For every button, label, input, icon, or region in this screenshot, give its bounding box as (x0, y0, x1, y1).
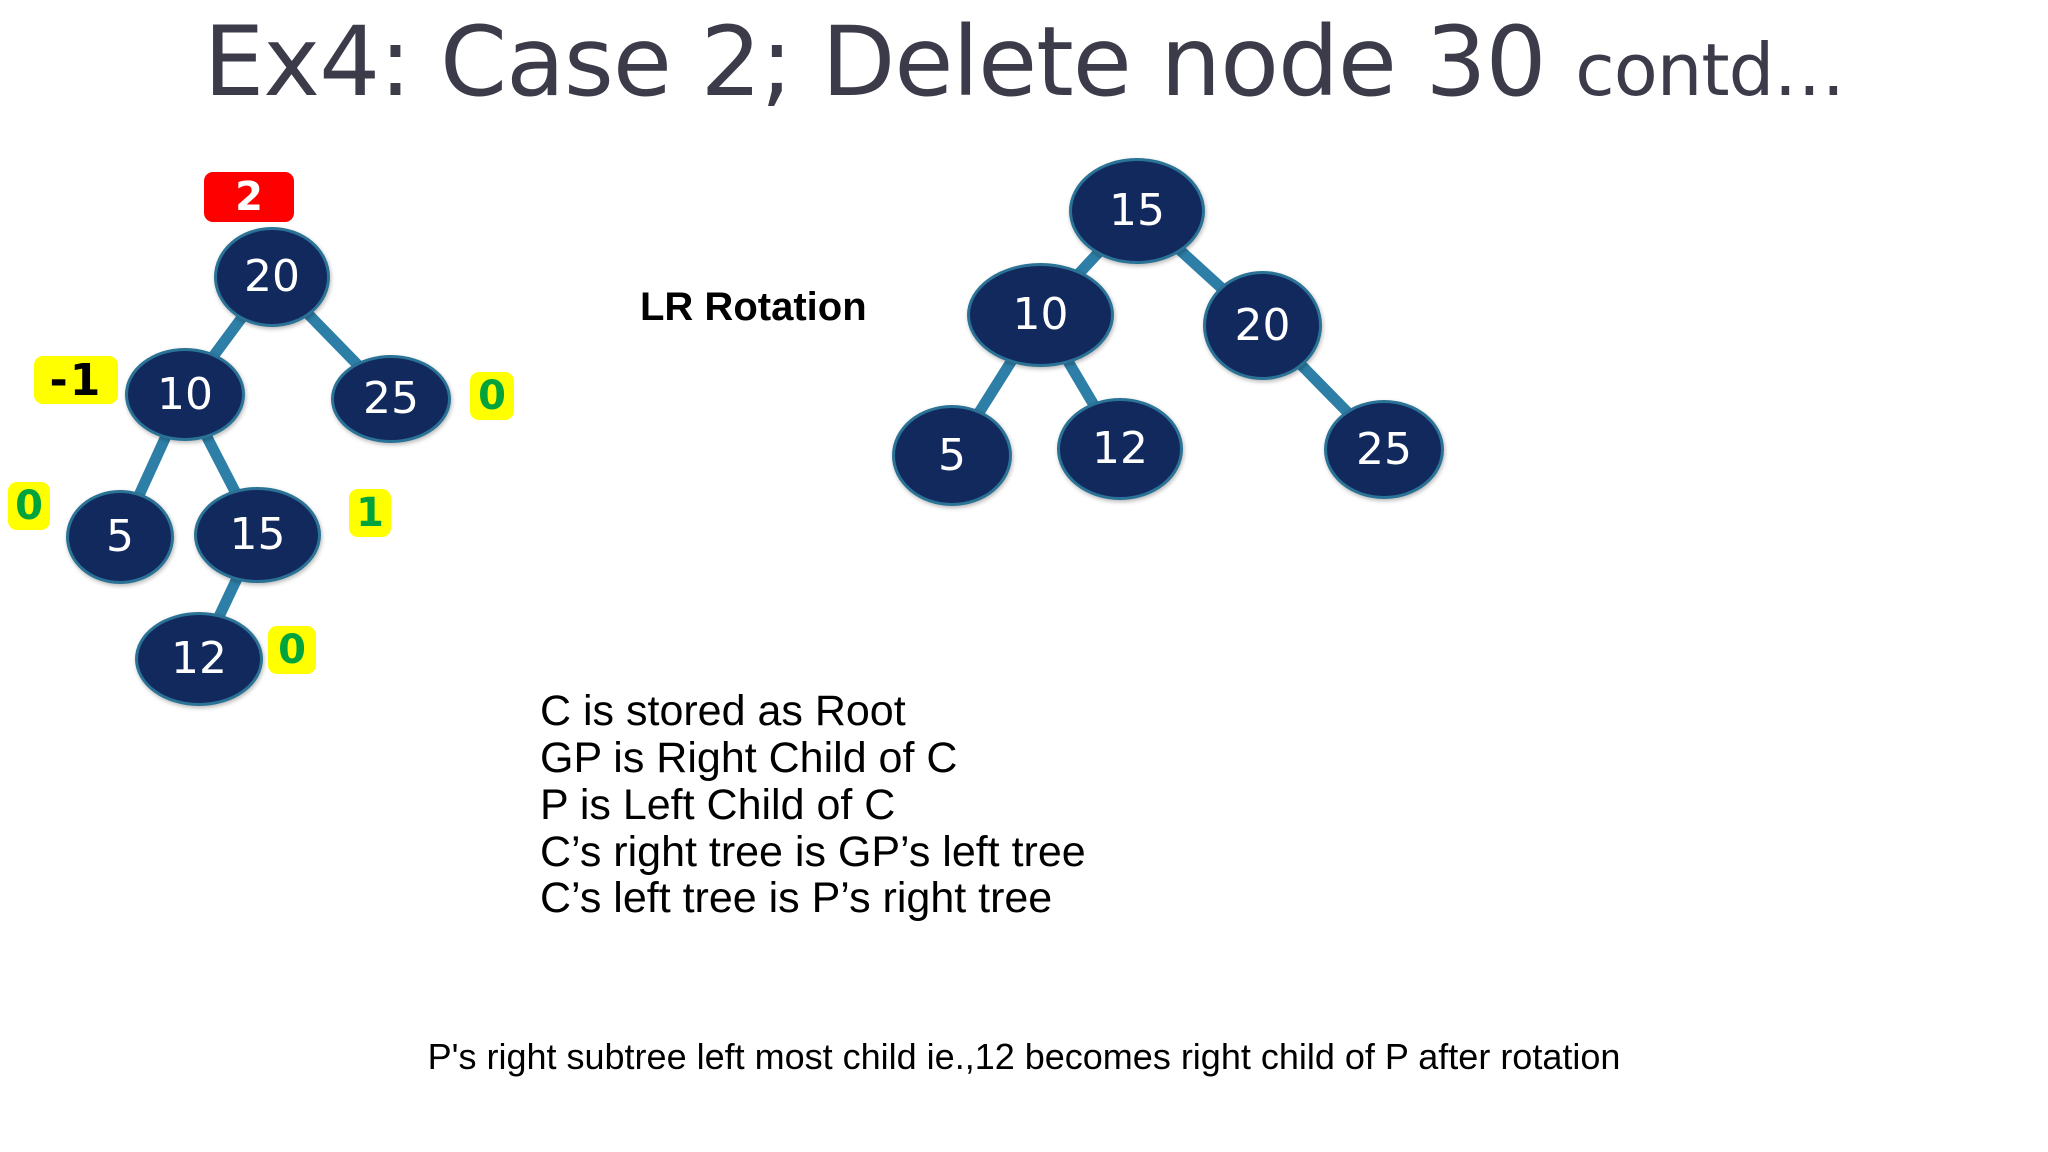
balance-factor-badge-bf10: -1 (34, 355, 118, 406)
right-tree-node-12: 12 (1057, 398, 1183, 500)
left-tree-edge-15-12 (213, 574, 243, 621)
page-title-contd: contd… (1575, 28, 1845, 112)
balance-factor-badge-bf15: 1 (349, 489, 391, 537)
right-tree-node-15: 15 (1069, 158, 1205, 264)
node-label: 25 (1356, 423, 1412, 475)
right-tree-edge-10-5 (973, 355, 1018, 418)
right-tree-edge-10-12 (1061, 356, 1100, 410)
node-label: 20 (244, 251, 300, 302)
left-tree-edge-10-15 (200, 431, 242, 497)
left-tree-node-25: 25 (331, 355, 451, 443)
node-label: 20 (1234, 299, 1291, 351)
right-tree-node-5: 5 (892, 405, 1012, 506)
rotation-step-3: P is Left Child of C (540, 780, 896, 829)
left-tree-node-12: 12 (135, 612, 263, 706)
node-label: 5 (106, 511, 134, 562)
node-label: 10 (1012, 289, 1069, 340)
right-tree-edge-15-20 (1173, 244, 1228, 295)
left-tree-node-5: 5 (66, 490, 174, 584)
balance-factor-badge-bf5: 0 (8, 482, 50, 530)
node-label: 12 (1092, 423, 1148, 474)
right-tree-node-10: 10 (967, 263, 1114, 367)
balance-factor-badge-bf12: 0 (268, 626, 316, 674)
left-tree-edge-20-25 (302, 308, 363, 370)
left-tree-node-10: 10 (125, 348, 245, 441)
left-tree-edge-10-5 (133, 432, 172, 500)
right-tree-node-25: 25 (1324, 400, 1444, 499)
footer-note: P's right subtree left most child ie.,12… (427, 1036, 1621, 1077)
right-tree-edge-20-25 (1295, 358, 1354, 418)
lr-rotation-label: LR Rotation (640, 285, 867, 329)
rotation-step-2: GP is Right Child of C (540, 733, 958, 782)
balance-factor-badge-bf20: 2 (204, 172, 294, 222)
node-label: 15 (1109, 185, 1165, 236)
left-tree-node-15: 15 (194, 487, 321, 583)
rotation-step-4: C’s right tree is GP’s left tree (540, 827, 1086, 876)
page-title-main: Ex4: Case 2; Delete node 30 (203, 6, 1576, 118)
node-label: 12 (171, 633, 227, 684)
right-tree-node-20: 20 (1203, 271, 1322, 380)
rotation-step-5: C’s left tree is P’s right tree (540, 874, 1053, 923)
page-title: Ex4: Case 2; Delete node 30 contd… (0, 6, 2048, 118)
rotation-step-1: C is stored as Root (540, 687, 906, 735)
balance-factor-badge-bf25: 0 (470, 372, 514, 420)
node-label: 25 (363, 373, 419, 424)
node-label: 5 (938, 429, 966, 481)
node-label: 15 (229, 509, 286, 560)
node-label: 10 (157, 368, 213, 420)
left-tree-edge-20-10 (208, 312, 248, 361)
left-tree-node-20: 20 (214, 227, 330, 327)
